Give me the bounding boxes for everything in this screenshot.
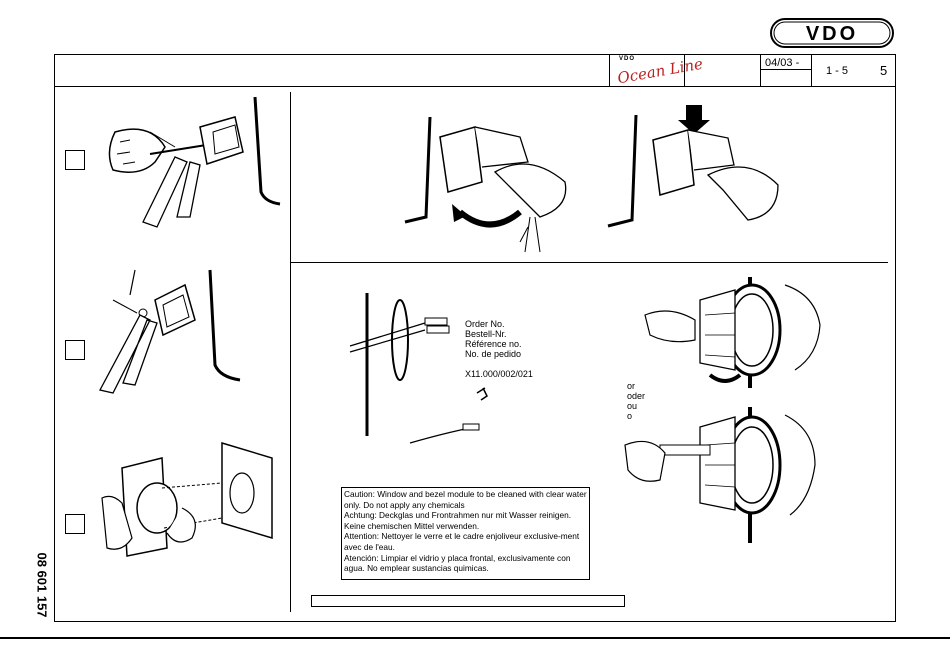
- illustration-connector-turn: [404, 116, 567, 253]
- illustration-screwdriver: [108, 96, 281, 228]
- order-label-fr: Référence no.: [465, 339, 522, 349]
- caution-en: Caution: Window and bezel module to be c…: [344, 489, 587, 510]
- illustration-bezel-tool: [624, 407, 816, 543]
- step-checkbox-3[interactable]: [65, 514, 85, 534]
- illustration-bezel-turn: [644, 277, 821, 388]
- illustration-unit-tilted: [99, 269, 241, 394]
- ocean-line-logo: VDO Ocean Line: [616, 54, 705, 88]
- row-divider: [290, 262, 888, 263]
- illustration-connector-cable: [349, 293, 488, 444]
- caution-notice: Caution: Window and bezel module to be c…: [341, 487, 590, 580]
- empty-notes-field: [311, 595, 625, 607]
- date-label: 04/03 -: [765, 57, 800, 69]
- order-label-en: Order No.: [465, 319, 505, 329]
- alternatives-list: or oder ou o: [627, 381, 646, 421]
- caution-es: Atención: Limpiar el vidrio y placa fron…: [344, 552, 571, 574]
- caution-de: Achtung: Deckglas und Frontrahmen nur mi…: [344, 510, 572, 531]
- order-info: Order No. Bestell-Nr. Référence no. No. …: [465, 319, 533, 379]
- step-checkbox-1[interactable]: [65, 150, 85, 170]
- page-number: 5: [880, 63, 888, 78]
- vdo-logo: VDO: [770, 18, 894, 48]
- page-frame: [54, 54, 896, 622]
- illustration-push-down: [607, 105, 779, 228]
- part-number: X11.000/002/021: [465, 369, 533, 379]
- order-label-de: Bestell-Nr.: [465, 329, 507, 339]
- document-number: 08 601 157: [34, 552, 50, 618]
- caution-fr: Attention: Nettoyer le verre et le cadre…: [344, 531, 580, 552]
- illustration-insert-panel: [101, 441, 273, 557]
- step-checkbox-2[interactable]: [65, 340, 85, 360]
- bottom-rule: [0, 637, 950, 639]
- header-divider: [54, 86, 896, 87]
- column-divider: [290, 92, 291, 612]
- vdo-logo-text: VDO: [806, 23, 858, 45]
- page-range: 1 - 5: [826, 65, 849, 77]
- order-label-es: No. de pedido: [465, 349, 522, 359]
